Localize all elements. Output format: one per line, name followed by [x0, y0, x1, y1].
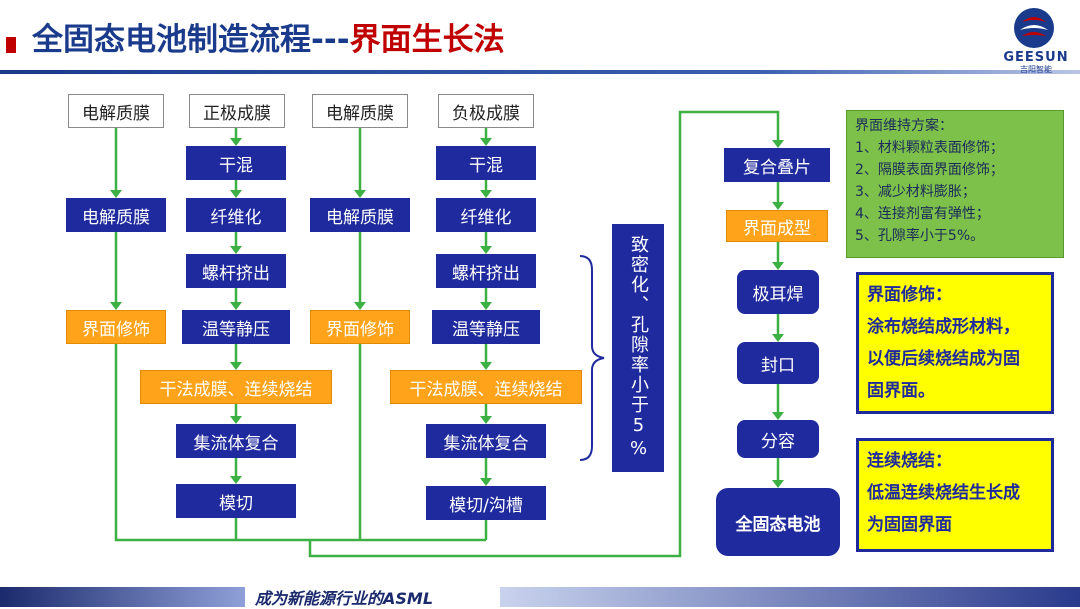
interface-plan-note: 界面维持方案： 1、材料颗粒表面修饰； 2、隔膜表面界面修饰； 3、减少材料膨胀… — [846, 110, 1064, 258]
interface-plan-item: 5、孔隙率小于5%。 — [855, 228, 985, 244]
interface-plan-title: 界面维持方案： — [855, 118, 953, 134]
assembly-step-grading: 分容 — [737, 420, 819, 458]
interface-plan-item: 2、隔膜表面界面修饰； — [855, 162, 1004, 178]
col2-step-dry-film-sinter: 干法成膜、连续烧结 — [140, 370, 332, 404]
footer-bar-left — [0, 587, 245, 607]
title-accent-mark — [6, 37, 16, 53]
col3-step-interface-mod: 界面修饰 — [310, 310, 410, 344]
footer-bar-right — [500, 587, 1080, 607]
col1-step-interface-mod: 界面修饰 — [66, 310, 166, 344]
interface-mod-line: 涂布烧结成形材料， — [867, 317, 1020, 337]
col3-head: 电解质膜 — [312, 94, 408, 128]
continuous-sinter-line: 低温连续烧结生长成 — [867, 483, 1020, 503]
interface-plan-item: 1、材料颗粒表面修饰； — [855, 140, 1004, 156]
col2-step-fiberize: 纤维化 — [186, 198, 286, 232]
interface-plan-item: 3、减少材料膨胀； — [855, 184, 976, 200]
col2-step-isostatic-press: 温等静压 — [182, 310, 290, 344]
geesun-logo-icon — [1014, 8, 1054, 48]
continuous-sinter-title: 连续烧结： — [867, 451, 952, 471]
title-highlight: 界面生长法 — [349, 22, 505, 58]
col2-step-die-cut: 模切 — [176, 484, 296, 518]
assembly-step-tab-weld: 极耳焊 — [737, 270, 819, 314]
col2-step-extrude: 螺杆挤出 — [186, 254, 286, 288]
col2-step-collector-composite: 集流体复合 — [176, 424, 296, 458]
footer-slogan: 成为新能源行业的ASML — [255, 589, 434, 608]
title-underline — [0, 70, 1080, 74]
col4-step-fiberize: 纤维化 — [436, 198, 536, 232]
interface-mod-line: 固界面。 — [867, 381, 935, 401]
col4-step-isostatic-press: 温等静压 — [432, 310, 540, 344]
interface-mod-line: 以便后续烧结成为固 — [867, 349, 1020, 369]
continuous-sinter-line: 为固固界面 — [867, 515, 952, 535]
assembly-step-laminate: 复合叠片 — [724, 148, 830, 182]
continuous-sinter-note: 连续烧结： 低温连续烧结生长成 为固固界面 — [856, 438, 1054, 552]
page-title: 全固态电池制造流程---界面生长法 — [32, 14, 505, 66]
col1-step-electrolyte-film: 电解质膜 — [66, 198, 166, 232]
interface-mod-note: 界面修饰： 涂布烧结成形材料， 以便后续烧结成为固 固界面。 — [856, 272, 1054, 414]
assembly-step-seal: 封口 — [737, 342, 819, 384]
logo-subtitle: 吉阳智能 — [1020, 65, 1052, 74]
col4-step-collector-composite: 集流体复合 — [426, 424, 546, 458]
interface-mod-title: 界面修饰： — [867, 285, 952, 305]
densify-label: 致密化、孔隙率小于5% — [612, 224, 664, 472]
assembly-final-battery: 全固态电池 — [716, 488, 840, 556]
interface-plan-item: 4、连接剂富有弹性； — [855, 206, 990, 222]
col2-step-dry-mix: 干混 — [186, 146, 286, 180]
col4-step-extrude: 螺杆挤出 — [436, 254, 536, 288]
col4-head: 负极成膜 — [438, 94, 534, 128]
col4-step-dry-mix: 干混 — [436, 146, 536, 180]
col4-step-die-cut-groove: 模切/沟槽 — [426, 486, 546, 520]
col1-head: 电解质膜 — [68, 94, 164, 128]
title-main: 全固态电池制造流程--- — [32, 22, 350, 58]
assembly-step-interface-forming: 界面成型 — [726, 210, 828, 242]
logo-wordmark: GEESUN — [1003, 50, 1069, 65]
col4-step-dry-film-sinter: 干法成膜、连续烧结 — [390, 370, 582, 404]
col3-step-electrolyte-film: 电解质膜 — [310, 198, 410, 232]
col2-head: 正极成膜 — [189, 94, 285, 128]
